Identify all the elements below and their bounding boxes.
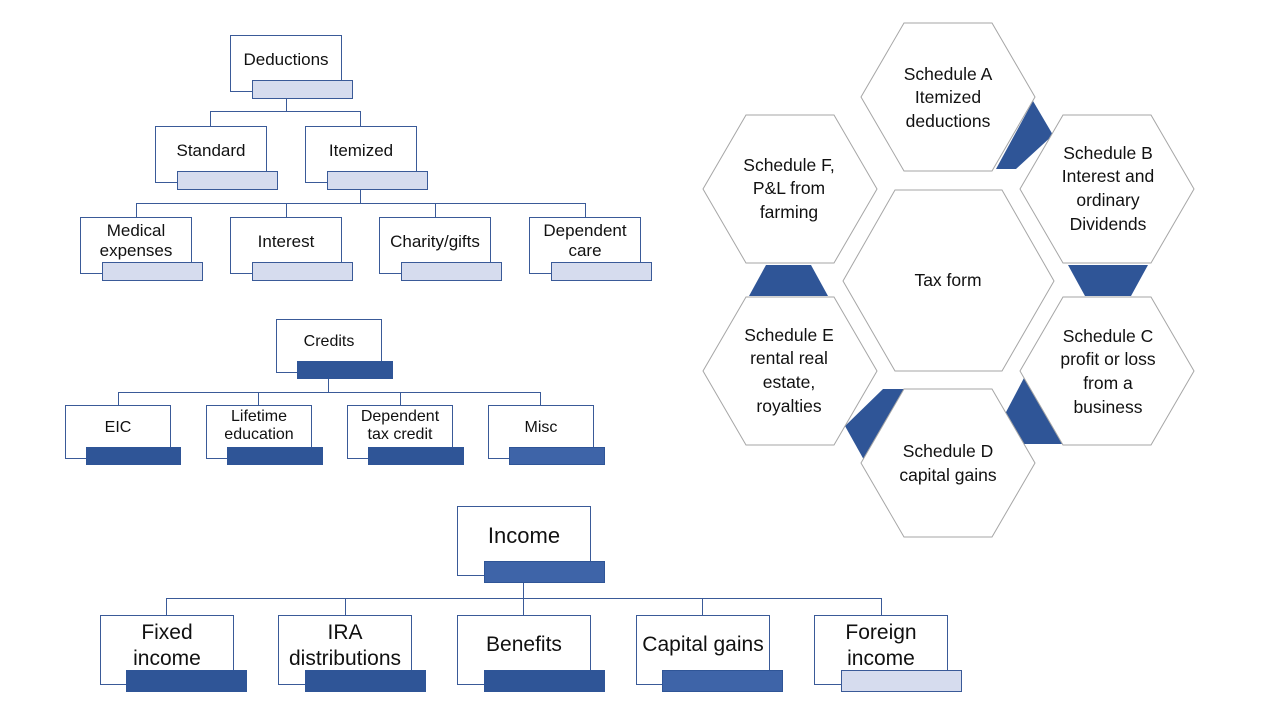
node-tag (177, 171, 278, 190)
node-tag (368, 447, 464, 465)
node-tag (227, 447, 323, 465)
node-label: Misc (524, 419, 558, 436)
connector (286, 99, 287, 112)
node-label: Fixed income (133, 621, 201, 671)
hex-connector (1005, 376, 1062, 444)
node-tag (484, 670, 605, 692)
connector (881, 598, 882, 615)
connector (585, 203, 586, 217)
node-tag (551, 262, 652, 281)
connector (523, 598, 524, 615)
schedule-c-label: Schedule C profit or loss from a busines… (1060, 325, 1156, 417)
schedule-c-hex (1019, 296, 1195, 446)
hex-connector (1068, 265, 1148, 296)
connector (345, 598, 346, 615)
node-tag (102, 262, 203, 281)
hex-connector (845, 389, 905, 460)
node-label: Standard (176, 141, 246, 160)
node-label: IRA distributions (288, 621, 402, 671)
schedule-d-label: Schedule D capital gains (899, 441, 997, 485)
standard-node: Standard (155, 126, 267, 183)
tax-form-center-label: Tax form (914, 270, 982, 291)
connector (136, 203, 586, 204)
node-tag (327, 171, 428, 190)
connector (118, 392, 541, 393)
connector (210, 111, 211, 127)
schedule-a-label: Schedule A Itemized deductions (903, 63, 993, 131)
node-tag (252, 80, 353, 99)
node-tag (252, 262, 353, 281)
hex-connector (996, 101, 1053, 169)
schedule-d-hex (860, 388, 1036, 538)
schedule-e-label: Schedule E rental real estate, royalties (744, 324, 834, 416)
node-label: Benefits (486, 633, 562, 656)
node-tag (484, 561, 605, 583)
connector (702, 598, 703, 615)
node-label: Foreign income (845, 621, 917, 671)
connector (258, 392, 259, 406)
schedule-f-label: Schedule F, P&L from farming (743, 154, 835, 222)
connector (360, 190, 361, 204)
schedule-b-label: Schedule B Interest and ordinary Dividen… (1061, 142, 1155, 234)
node-label: Credits (303, 333, 355, 350)
connector (360, 111, 361, 127)
node-tag (297, 361, 393, 379)
hex-connector (749, 265, 828, 296)
node-label: Lifetime education (224, 408, 294, 444)
connector (210, 111, 361, 112)
connector (540, 392, 541, 406)
connector (118, 392, 119, 406)
node-tag (662, 670, 783, 692)
node-tag (126, 670, 247, 692)
node-label: Itemized (328, 141, 394, 160)
connector (286, 203, 287, 217)
node-label: EIC (104, 419, 132, 436)
connector (400, 392, 401, 406)
tax-form-center-hex (842, 189, 1055, 372)
connector (328, 379, 329, 393)
connector (166, 598, 882, 599)
node-tag (401, 262, 502, 281)
schedule-a-hex (860, 22, 1036, 172)
node-label: Charity/gifts (390, 232, 480, 251)
connector (136, 203, 137, 217)
connector (523, 583, 524, 599)
node-label: Medical expenses (99, 221, 173, 260)
node-label: Deductions (243, 50, 329, 69)
node-label: Capital gains (642, 633, 764, 656)
node-label: Dependent tax credit (360, 408, 440, 444)
schedule-e-hex (702, 296, 878, 446)
schedule-f-hex (702, 114, 878, 264)
connector (166, 598, 167, 615)
node-tag (305, 670, 426, 692)
node-label: Interest (257, 232, 315, 251)
node-label: Income (487, 523, 561, 548)
connector (435, 203, 436, 217)
node-label: Dependent care (543, 221, 627, 260)
node-tag (509, 447, 605, 465)
node-tag (841, 670, 962, 692)
node-tag (86, 447, 181, 465)
schedule-b-hex (1019, 114, 1195, 264)
